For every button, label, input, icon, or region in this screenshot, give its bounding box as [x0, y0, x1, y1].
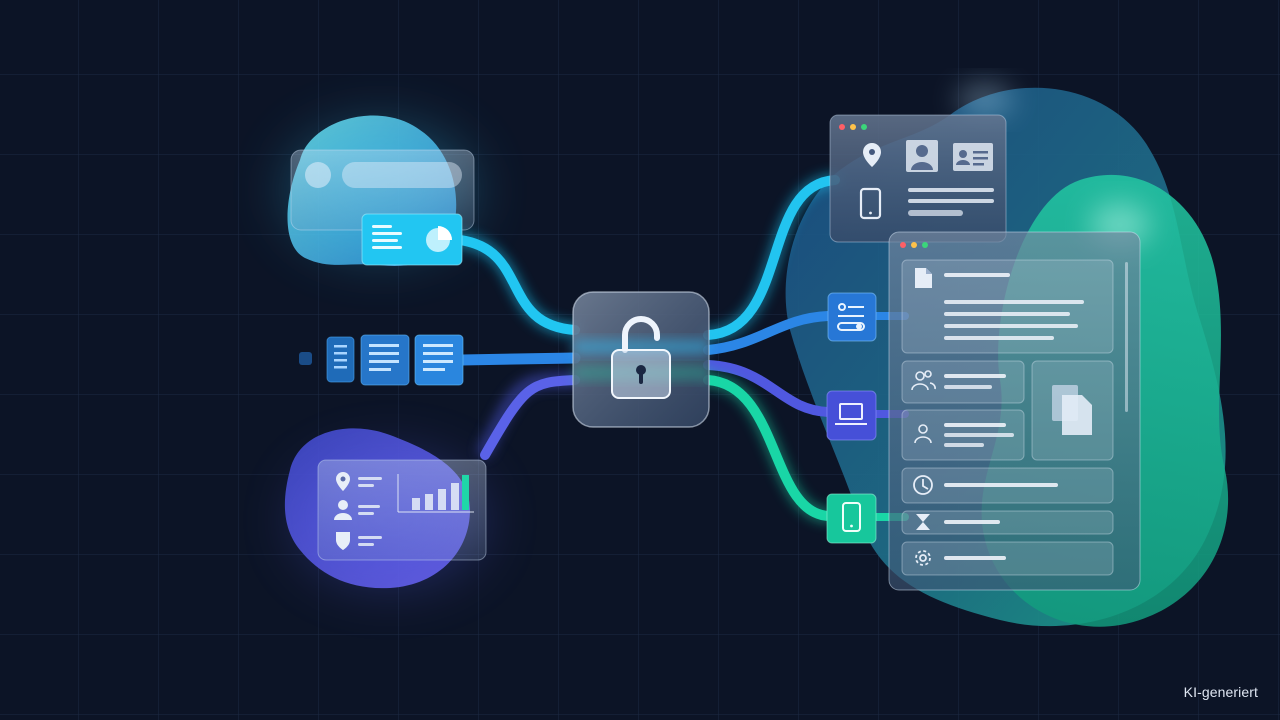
- pie-chart-icon: [426, 226, 452, 252]
- title-placeholder: [342, 162, 462, 188]
- copy-tile: [1031, 360, 1114, 461]
- user-icon: [906, 140, 938, 172]
- location-pin-icon: [336, 472, 350, 491]
- clock-icon: [913, 475, 933, 495]
- left-bottom-card: [317, 459, 487, 561]
- window-dot-yellow: [850, 124, 856, 130]
- line-left-middle: [456, 352, 581, 366]
- window-dot-red: [839, 124, 845, 130]
- window-dot-yellow: [911, 242, 917, 248]
- left-top-stat-card: [361, 213, 463, 266]
- left-middle-docs: [299, 334, 464, 386]
- document-icon: [414, 334, 464, 386]
- bar-chart-icon: [397, 474, 474, 513]
- gear-icon: [915, 550, 931, 566]
- left-top-card: [290, 149, 475, 231]
- line-right-laptop: [703, 360, 833, 417]
- central-hub: [572, 291, 710, 428]
- avatar-placeholder: [305, 162, 331, 188]
- copy-icon: [1052, 385, 1092, 435]
- right-top-card: [829, 114, 1007, 243]
- location-pin-icon: [863, 143, 881, 167]
- user-row: [901, 409, 1025, 461]
- list-toggle-icon: [837, 303, 865, 331]
- ai-generated-caption: KI-generiert: [1183, 684, 1258, 700]
- line-left-top: [455, 235, 580, 335]
- document-icon: [915, 268, 932, 288]
- scrollbar: [1125, 262, 1128, 412]
- smartphone-tile: [826, 493, 877, 544]
- laptop-tile: [826, 390, 877, 441]
- smartphone-icon: [842, 502, 861, 532]
- shield-icon: [336, 532, 350, 550]
- window-dot-red: [900, 242, 906, 248]
- right-blob-highlight-2: [957, 84, 1013, 116]
- line-left-bottom: [480, 375, 580, 460]
- user-icon: [334, 500, 352, 520]
- users-row: [901, 360, 1025, 404]
- users-icon: [911, 370, 936, 391]
- window-dot-green: [861, 124, 867, 130]
- line-right-top: [703, 175, 840, 340]
- document-icon: [360, 334, 410, 386]
- unlocked-padlock-icon: [611, 316, 671, 399]
- list-toggle-tile: [827, 292, 877, 342]
- connector-lines: [453, 173, 909, 523]
- hourglass-icon: [916, 514, 930, 530]
- hourglass-row: [901, 510, 1114, 535]
- document-icon: [326, 336, 355, 383]
- id-card-icon: [953, 143, 993, 171]
- right-main-panel: [888, 231, 1141, 591]
- doc-dot: [299, 352, 312, 365]
- smartphone-icon: [859, 187, 882, 220]
- user-icon: [914, 424, 932, 444]
- document-row: [901, 259, 1114, 354]
- text-lines-icon: [372, 225, 402, 249]
- gear-row: [901, 541, 1114, 576]
- laptop-icon: [835, 403, 867, 425]
- line-right-phone: [703, 375, 833, 521]
- clock-row: [901, 467, 1114, 504]
- window-dot-green: [922, 242, 928, 248]
- line-right-list: [703, 311, 833, 355]
